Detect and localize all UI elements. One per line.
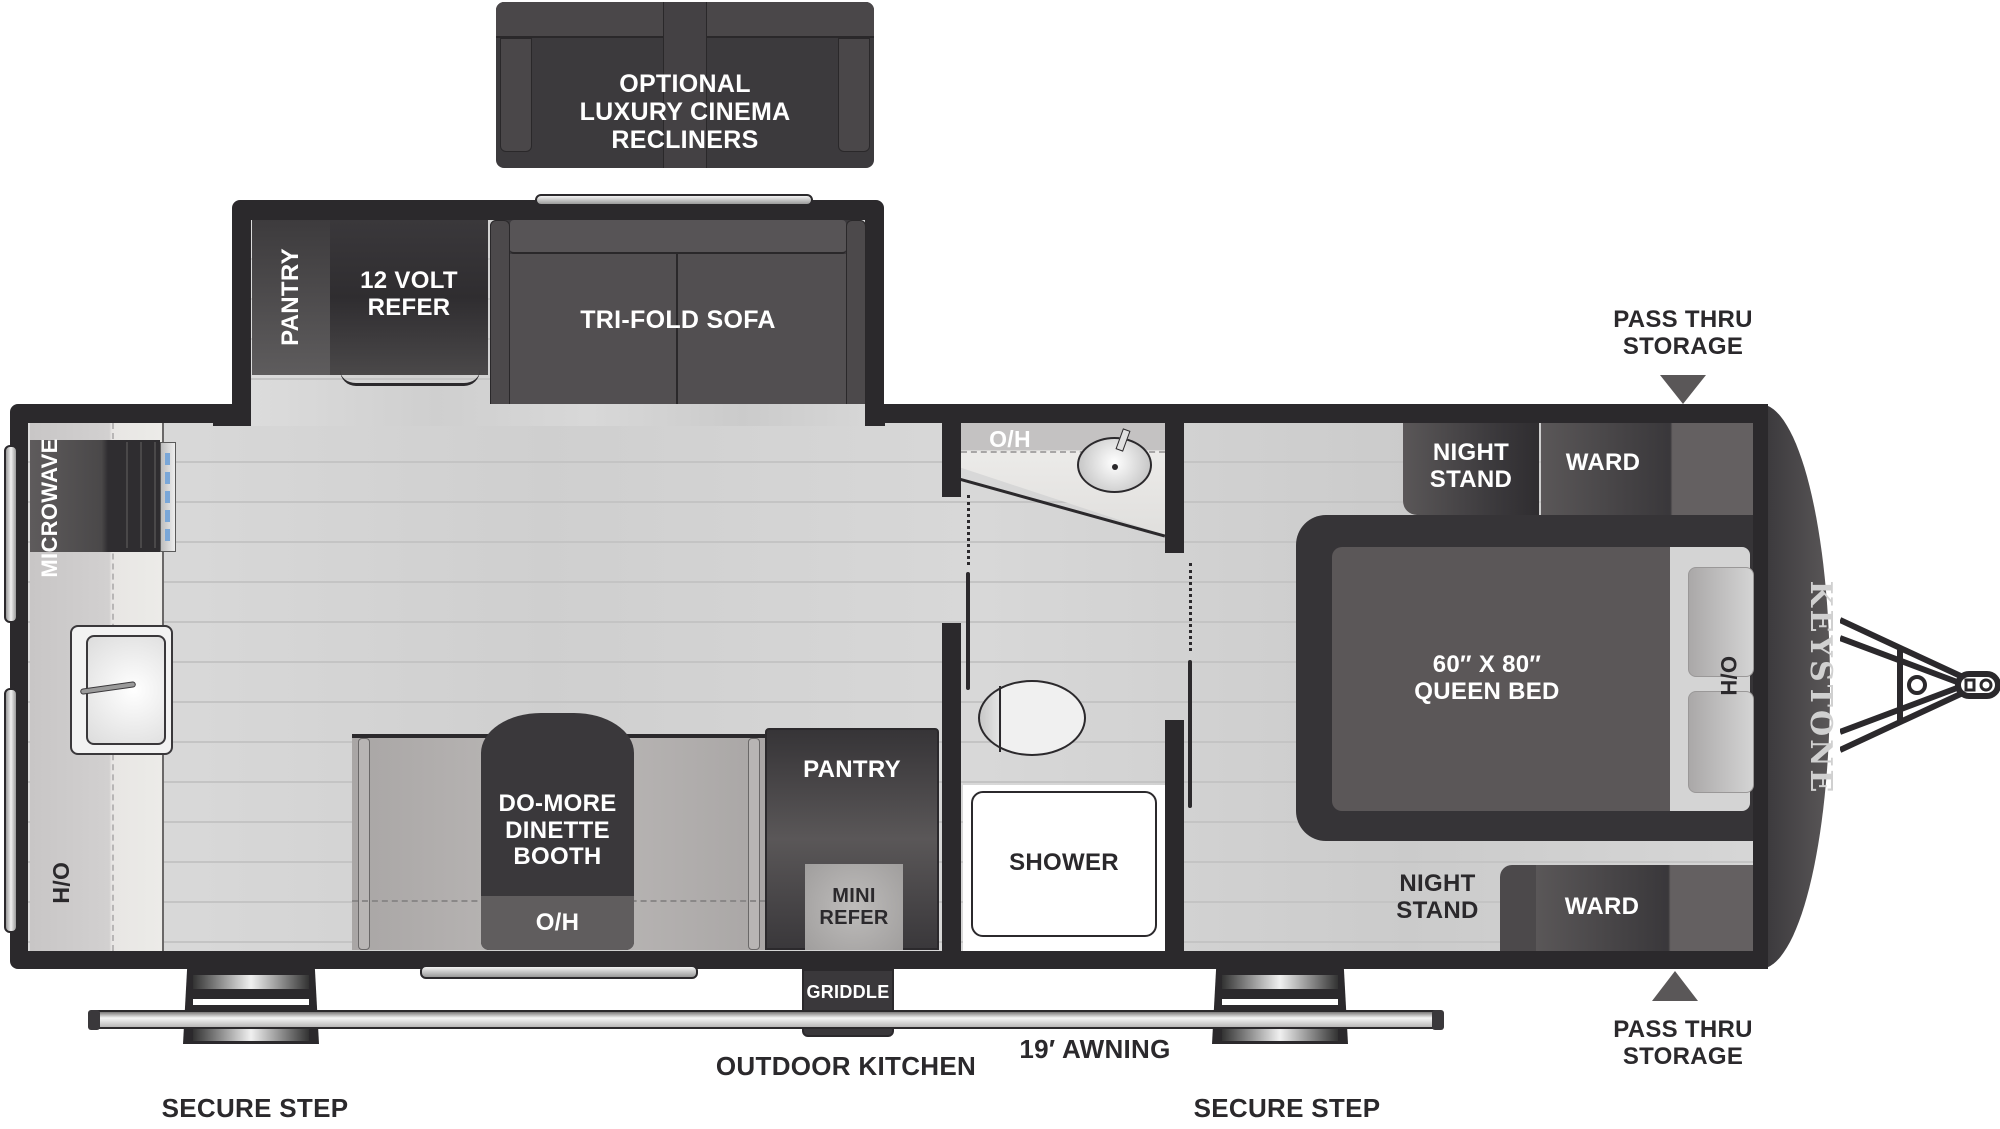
refer-door-swing [340,370,480,386]
pantry-cabinet: PANTRY MINI REFER [765,728,939,950]
step-tread [1222,975,1338,989]
sofa-label: TRI-FOLD SOFA [580,306,776,334]
kitchen-sink [70,625,173,755]
window-left-upper [4,445,18,623]
dinette-table: DO-MORE DINETTE BOOTH O/H [481,713,634,950]
tri-fold-sofa: TRI-FOLD SOFA [490,220,866,412]
refrigerator-12v: 12 VOLT REFER [330,220,488,386]
mini-refer-label: MINI REFER [819,884,889,929]
griddle-label: GRIDDLE [806,981,890,1002]
awning-end-left [88,1010,100,1030]
shower-label: SHOWER [1009,848,1119,876]
ward-bottom-label: WARD [1564,892,1640,920]
step-tread [1222,1027,1338,1041]
toilet [978,680,1086,756]
step-tread [1222,999,1338,1005]
night-stand-bottom [1500,865,1536,951]
bath-wall-left-upper [942,423,961,497]
sofa-back [510,220,846,254]
bathroom-door-left-track [967,495,970,565]
pass-thru-arrow-down-icon [1660,375,1706,404]
bathroom-door-left[interactable] [966,572,970,690]
night-stand-top-label: NIGHT STAND [1429,439,1513,493]
microwave-label: MICROWAVE [36,438,62,578]
awning-end-right [1432,1010,1444,1030]
dinette-seat-left [358,738,370,950]
refer-12v-label: 12 VOLT REFER [360,267,458,321]
vanity-overhead-dashed [961,451,1165,453]
dinette-seat-right [748,738,760,950]
bathroom-door-right-track [1189,563,1192,651]
bath-overhead-label: O/H [989,426,1031,453]
awning-label: 19′ AWNING [1019,1034,1171,1065]
pass-thru-arrow-up-icon [1652,971,1698,1001]
queen-bed-label: 60″ X 80″ QUEEN BED [1414,651,1560,705]
sink-drain [1112,464,1118,470]
entry-window [420,965,698,979]
knob-5 [165,529,170,541]
kitchen-overhead-label: O/H [47,862,74,904]
knob-4 [165,510,170,522]
mini-refrigerator: MINI REFER [805,864,903,950]
queen-bed-frame: 60″ X 80″ QUEEN BED O/H [1296,515,1754,841]
shower-pan: SHOWER [971,791,1157,937]
dinette-label: DO-MORE DINETTE BOOTH [498,789,617,871]
dinette-overhead-zone [481,896,634,950]
optional-recliners: OPTIONAL LUXURY CINEMA RECLINERS [496,2,874,168]
bath-wall-right-upper [1165,423,1184,553]
range-burner-grate [114,442,158,548]
dinette-overhead-label: O/H [535,908,580,936]
slide-jamb-left [213,404,251,426]
slide-jamb-right [865,404,885,426]
pantry-label: PANTRY [803,755,901,783]
awning-bar [91,1010,1443,1029]
queen-bed-mattress: 60″ X 80″ QUEEN BED [1332,547,1732,811]
toilet-tank-line [999,686,1001,752]
recliner-console [663,2,707,168]
night-stand-top: NIGHT STAND [1403,423,1539,515]
secure-step-right [1212,969,1348,1044]
bath-wall-left-lower [942,623,961,951]
pillow-bottom [1688,691,1754,793]
step-tread [193,999,309,1005]
keystone-brand: KEYSTONE [1802,580,1838,796]
secure-step-left [183,969,319,1044]
pass-thru-storage-top-label: PASS THRU STORAGE [1613,306,1753,360]
recliner-armrest-left [500,38,532,152]
wardrobe-top: WARD [1541,423,1753,515]
bathroom-sink [1077,428,1152,493]
bed-head-overhead [1670,547,1754,811]
bath-wall-right-lower [1165,720,1184,951]
knob-1 [165,453,170,465]
knob-2 [165,472,170,484]
secure-step-left-label: SECURE STEP [161,1093,349,1124]
sofa-cushion-left [510,254,678,412]
recliners-label: OPTIONAL LUXURY CINEMA RECLINERS [579,70,791,154]
pass-thru-storage-bottom-label: PASS THRU STORAGE [1613,1016,1753,1070]
bathroom-door-right[interactable] [1188,660,1192,808]
step-tread [193,975,309,989]
wardrobe-bottom: WARD [1536,865,1753,951]
slideout-opening [251,404,865,426]
ward-top-label: WARD [1565,448,1641,476]
outdoor-kitchen-label: OUTDOOR KITCHEN [715,1051,977,1082]
range-knobs [160,442,176,552]
microwave-range [30,440,160,552]
slideout-window [535,194,813,206]
night-stand-bottom-label: NIGHT STAND [1396,870,1479,924]
slideout-pantry: PANTRY [252,220,330,375]
pillow-top [1688,567,1754,677]
shower-area: SHOWER [963,785,1165,951]
recliner-armrest-right [838,38,870,152]
secure-step-right-label: SECURE STEP [1193,1093,1381,1124]
window-left-lower [4,688,18,933]
knob-3 [165,491,170,503]
hitch-a-frame-icon [1840,617,2000,753]
step-tread [193,1027,309,1041]
slideout-pantry-label: PANTRY [276,248,304,346]
sofa-cushion-right [678,254,846,412]
bed-overhead-label: O/H [1716,655,1742,696]
